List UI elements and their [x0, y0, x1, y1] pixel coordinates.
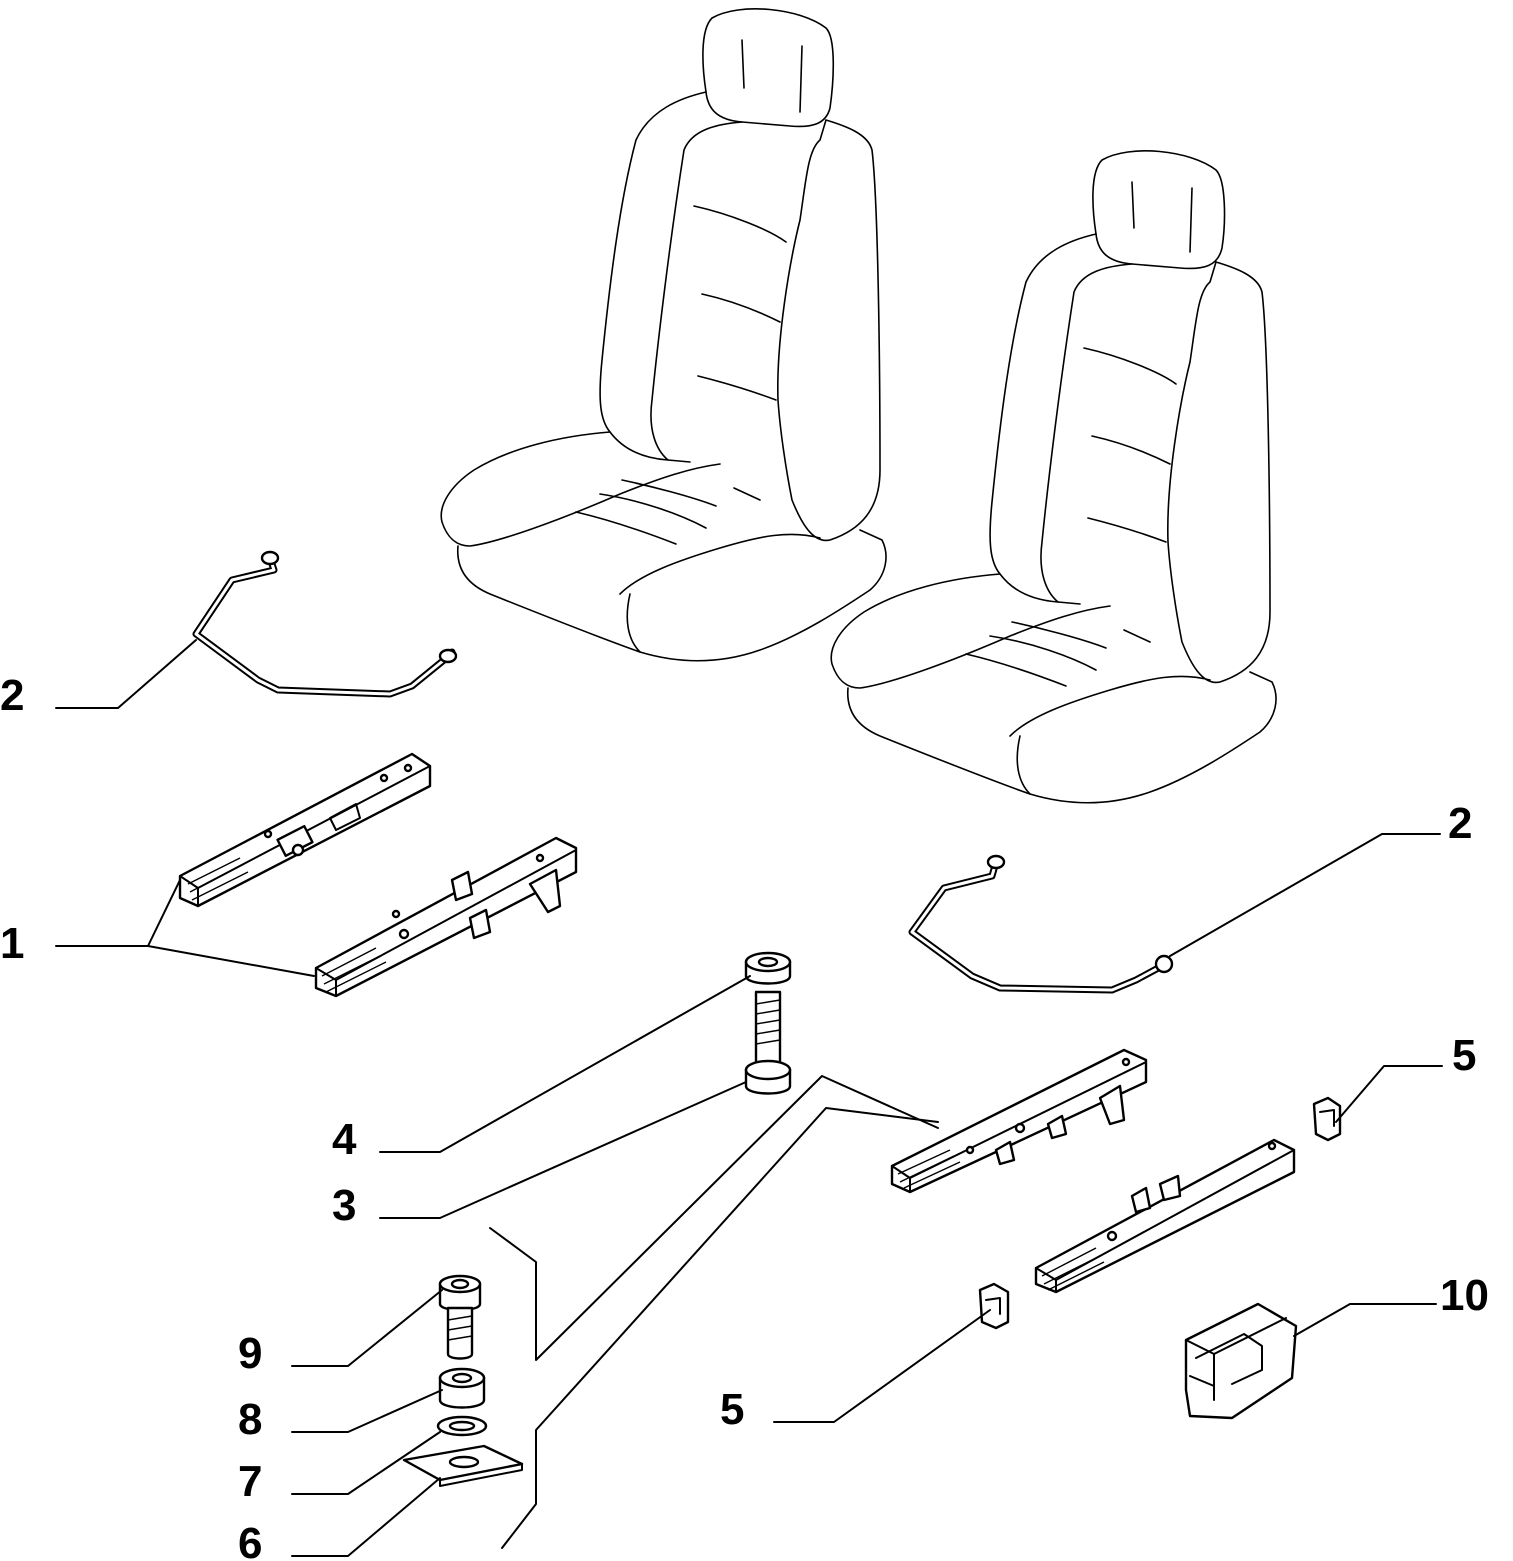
callout-numbers: 2 1 2 4 3 5 5 10 9 8 7 6 — [0, 671, 1489, 1561]
callout-2-right: 2 — [1448, 799, 1472, 848]
callout-6: 6 — [238, 1519, 262, 1561]
clip-bottom — [978, 1282, 1010, 1330]
seat-rail-pair-left — [178, 752, 578, 998]
callout-2-left: 2 — [0, 671, 24, 720]
seat-bar-right — [908, 854, 1174, 994]
callout-9: 9 — [238, 1329, 262, 1378]
bolt-and-nut-assembly — [744, 951, 792, 1095]
callout-8: 8 — [238, 1395, 262, 1444]
callout-5-bottom: 5 — [720, 1385, 744, 1434]
fastener-stack — [402, 1274, 524, 1487]
callout-7: 7 — [238, 1457, 262, 1506]
front-seat-left — [440, 8, 887, 662]
callout-3: 3 — [332, 1181, 356, 1230]
callout-5-top: 5 — [1452, 1031, 1476, 1080]
callout-10: 10 — [1440, 1271, 1489, 1320]
front-seat-right — [830, 150, 1277, 804]
seat-rail-pair-right — [890, 1048, 1296, 1294]
callout-4: 4 — [332, 1115, 357, 1164]
leader-lines — [55, 639, 1443, 1557]
seat-bar-left — [192, 550, 458, 698]
clip-top — [1312, 1096, 1342, 1142]
callout-1: 1 — [0, 919, 24, 968]
bracket-cover — [1184, 1302, 1298, 1420]
